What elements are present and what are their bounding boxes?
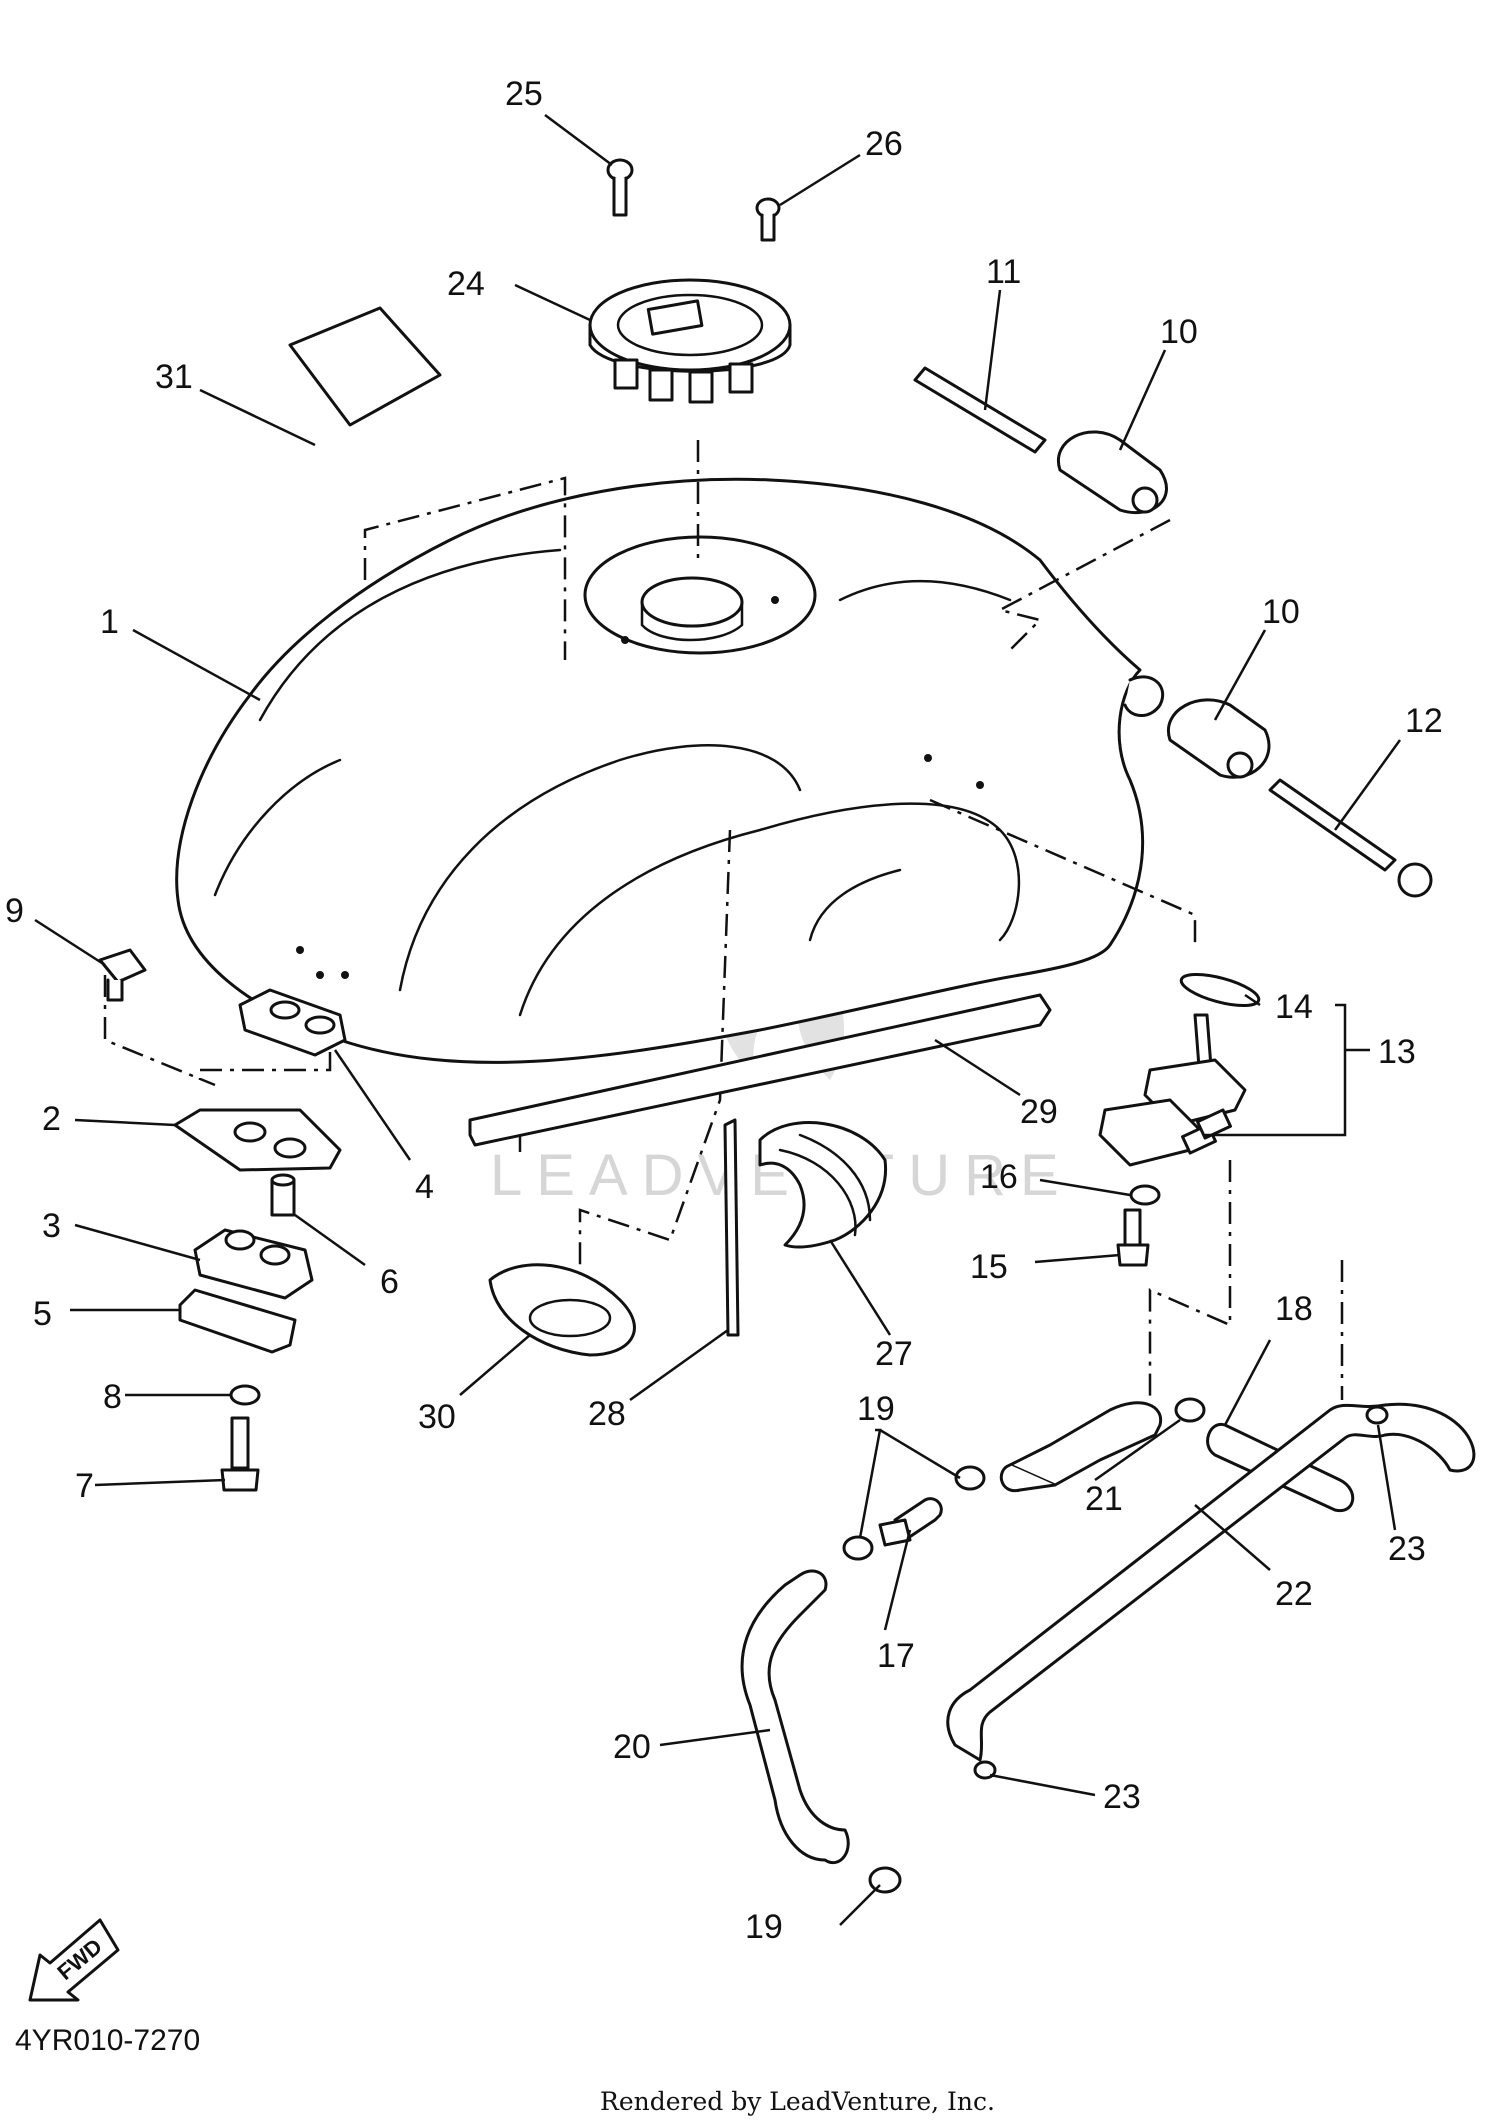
callout-11: 11: [986, 253, 1021, 291]
callout-18: 18: [1275, 1290, 1313, 1328]
callout-31: 31: [155, 358, 193, 396]
clip-19-upper: [842, 1465, 986, 1561]
hose-22: [946, 1402, 1476, 1762]
o-ring-16: [1129, 1184, 1161, 1206]
callout-5: 5: [33, 1295, 52, 1333]
gasket-14: [1179, 972, 1261, 1008]
callout-19-lower: 19: [745, 1908, 783, 1946]
callouts: 1 2 3 4 5 6 7 8 9 10 10 11 12 13 14 15 1…: [5, 75, 1443, 1946]
filter-17: [878, 1497, 943, 1547]
collar-6: [270, 1173, 296, 1217]
screw-26: [755, 197, 781, 242]
assembly-lines: [103, 440, 1344, 1400]
forward-arrow: FWD: [28, 1918, 120, 2002]
callout-8: 8: [103, 1378, 122, 1416]
callout-23-lower: 23: [1103, 1778, 1141, 1816]
callout-10-lower: 10: [1262, 593, 1300, 631]
callout-1: 1: [100, 603, 119, 641]
clip-23-lower: [973, 1760, 997, 1780]
diagram-code: 4YR010-7270: [15, 2024, 200, 2057]
bolt-7: [220, 1416, 260, 1492]
callout-26: 26: [865, 125, 903, 163]
callout-21: 21: [1085, 1480, 1123, 1518]
fuel-cap: [588, 278, 792, 404]
callout-12: 12: [1405, 702, 1443, 740]
bolt-9: [98, 948, 147, 1002]
bracket-2: [173, 1108, 342, 1172]
callout-22: 22: [1275, 1575, 1313, 1613]
clip-19-lower: [868, 1866, 902, 1894]
screw-15: [1116, 1208, 1150, 1267]
callout-24: 24: [447, 265, 485, 303]
callout-7: 7: [75, 1467, 94, 1505]
callout-4: 4: [415, 1168, 434, 1206]
callout-19-upper: 19: [857, 1390, 895, 1428]
callout-25: 25: [505, 75, 543, 113]
callout-6: 6: [380, 1263, 399, 1301]
callout-17: 17: [877, 1637, 915, 1675]
cover-30: [488, 1263, 636, 1357]
callout-20: 20: [613, 1728, 651, 1766]
seal-29: [468, 993, 1052, 1147]
fuel-cock-13: [1098, 1013, 1247, 1167]
footer-credit: Rendered by LeadVenture, Inc.: [600, 2087, 995, 2116]
callout-3: 3: [42, 1207, 61, 1245]
hose-20: [740, 1569, 850, 1865]
damper-10-lower: [1166, 698, 1271, 779]
callout-23-upper: 23: [1388, 1530, 1426, 1568]
callout-10-upper: 10: [1160, 313, 1198, 351]
callout-28: 28: [588, 1395, 626, 1433]
fuel-tank: [175, 477, 1165, 1064]
callout-15: 15: [970, 1248, 1008, 1286]
clip-23-upper: [1365, 1405, 1389, 1425]
callout-29: 29: [1020, 1093, 1058, 1131]
washer-8: [229, 1384, 261, 1406]
clip-21: [1174, 1397, 1206, 1423]
callout-14: 14: [1275, 988, 1313, 1026]
damper-10-upper: [1056, 430, 1168, 515]
plate-5: [178, 1288, 297, 1354]
label-plate: [288, 306, 442, 427]
callout-30: 30: [418, 1398, 456, 1436]
callout-13: 13: [1378, 1033, 1416, 1071]
callout-2: 2: [42, 1100, 61, 1138]
damper-4: [238, 988, 347, 1057]
bolt-12: [1268, 778, 1433, 898]
cover-27: [758, 1121, 888, 1249]
callout-9: 9: [5, 892, 24, 930]
leader-lines: [34, 113, 1402, 1926]
band-28: [723, 1118, 740, 1337]
callout-16: 16: [980, 1158, 1018, 1196]
pin-11: [913, 366, 1047, 454]
callout-27: 27: [875, 1335, 913, 1373]
bracket-3: [193, 1228, 314, 1300]
screw-25: [606, 158, 634, 217]
